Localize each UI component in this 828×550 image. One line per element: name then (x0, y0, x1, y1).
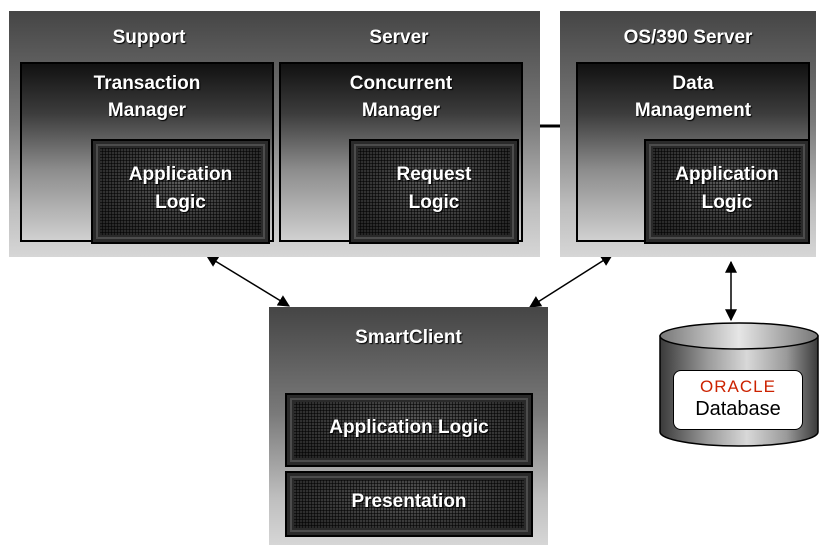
data-management-box: Data Management Application Logic (576, 62, 810, 244)
support-server-panel: Support Server Transaction Manager Appli… (9, 11, 540, 257)
concurrent-manager-box: Concurrent Manager Request Logic (279, 62, 523, 244)
request-logic-box: Request Logic (349, 139, 519, 244)
os390-application-logic-box: Application Logic (644, 139, 810, 244)
smartclient-panel: SmartClient Application Logic Presentati… (269, 307, 548, 545)
request-logic-label-1: Request (396, 164, 472, 185)
concurrent-manager-label-2: Manager (361, 100, 441, 121)
smartclient-application-logic-box: Application Logic (285, 393, 533, 467)
presentation-box: Presentation (285, 471, 533, 537)
os390-application-logic-label-2: Logic (701, 192, 753, 213)
support-title: Support (112, 27, 186, 48)
os390-server-panel: OS/390 Server Data Management Applicatio… (560, 11, 816, 257)
application-logic-label-1: Application (128, 164, 233, 185)
oracle-logo: ORACLE (700, 377, 776, 396)
arrow-os390-smartclient (528, 254, 614, 308)
transaction-manager-label-1: Transaction (93, 73, 201, 94)
arrow-support-smartclient (205, 255, 291, 307)
smartclient-application-logic-label: Application Logic (329, 417, 489, 438)
os390-title: OS/390 Server (623, 27, 753, 48)
server-title: Server (369, 27, 429, 48)
database-label: Database (695, 398, 781, 420)
transaction-manager-box: Transaction Manager Application Logic (20, 62, 274, 244)
concurrent-manager-label-1: Concurrent (349, 73, 453, 94)
request-logic-label-2: Logic (408, 192, 460, 213)
transaction-manager-label-2: Manager (107, 100, 187, 121)
database-label-card: ORACLE Database (673, 370, 803, 430)
application-logic-label-2: Logic (155, 192, 206, 213)
presentation-label: Presentation (351, 491, 467, 512)
os390-application-logic-label-1: Application (675, 164, 779, 185)
data-management-label-2: Management (634, 100, 752, 121)
application-logic-box: Application Logic (91, 139, 270, 244)
smartclient-title: SmartClient (355, 327, 462, 348)
data-management-label-1: Data (672, 73, 714, 94)
